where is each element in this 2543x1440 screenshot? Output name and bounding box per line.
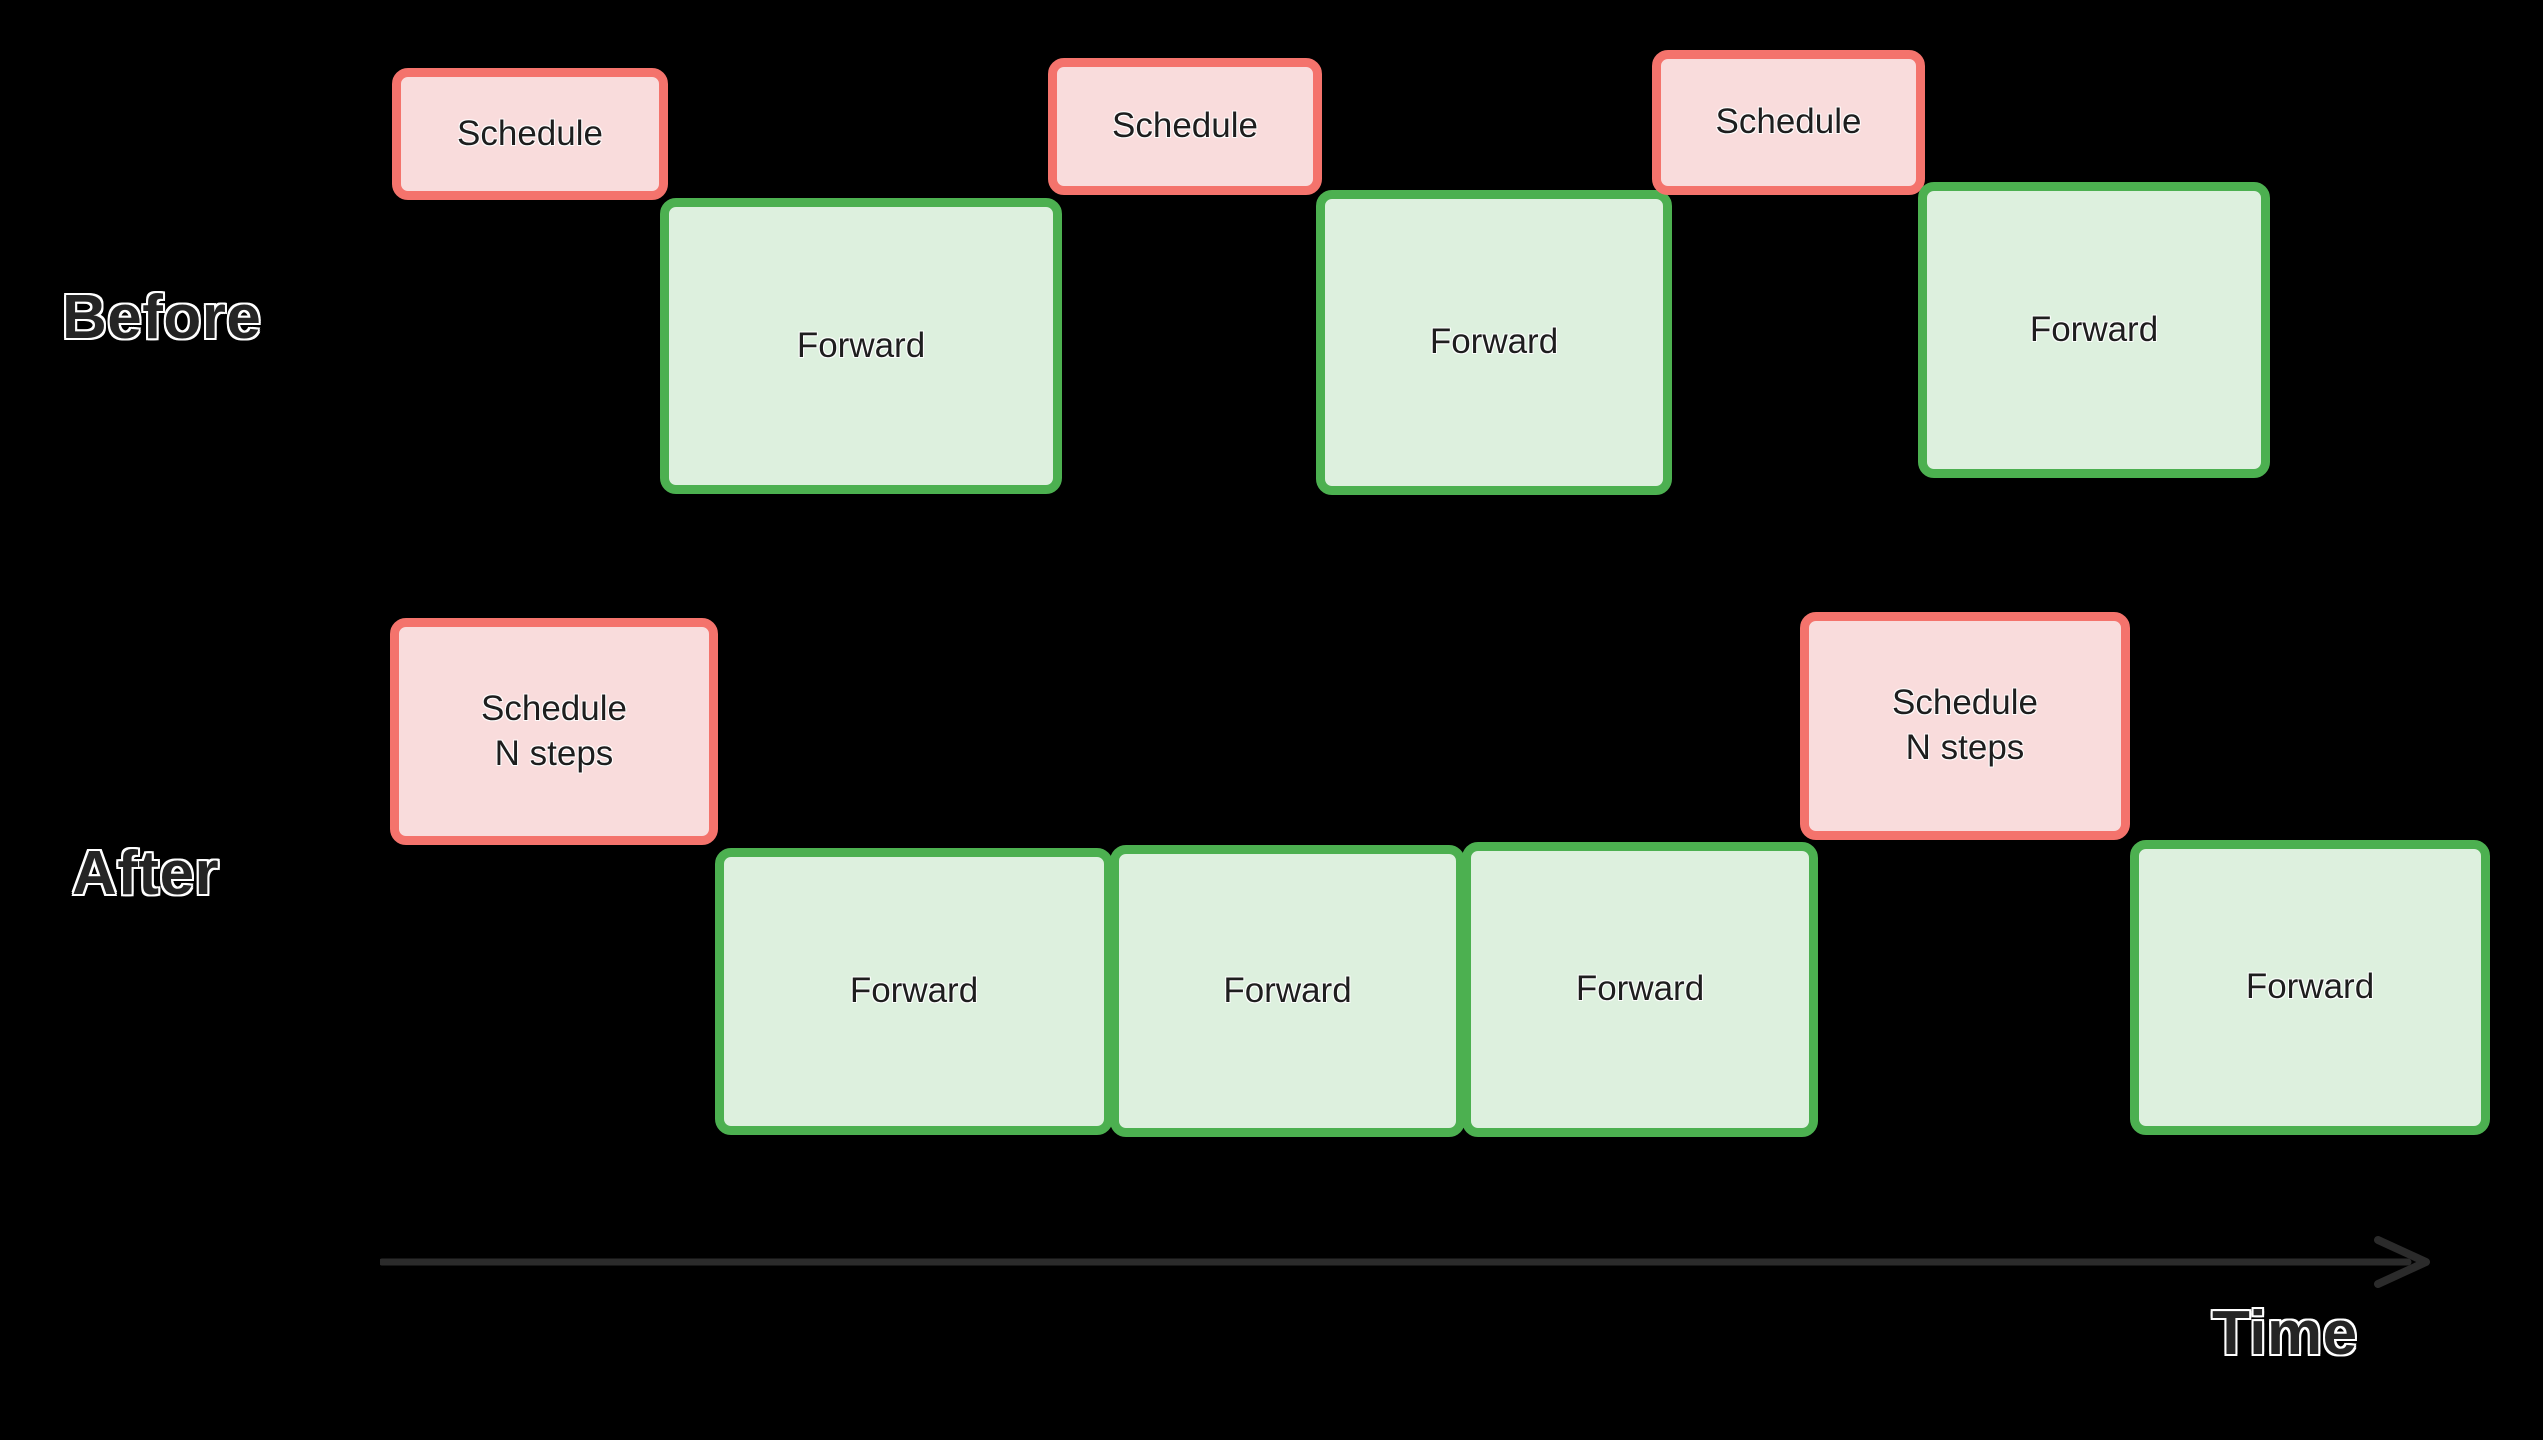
block-label: Forward <box>849 971 979 1011</box>
row-label-before: Before <box>62 283 262 352</box>
before-schedule-block-1: Schedule <box>392 68 668 200</box>
before-forward-block-2: Forward <box>1316 190 1672 495</box>
block-label: Forward <box>1223 970 1352 1010</box>
block-label: Forward <box>796 325 926 365</box>
time-axis <box>378 1232 2440 1292</box>
after-schedule-n-steps-block-1: Schedule N steps <box>390 618 718 845</box>
block-label: Schedule <box>1715 102 1862 142</box>
block-label: Schedule N steps <box>1892 683 2038 767</box>
block-label: Schedule N steps <box>481 688 627 773</box>
time-arrow-icon <box>378 1236 2430 1288</box>
block-label: Forward <box>2245 967 2375 1007</box>
after-forward-block-1: Forward <box>715 848 1113 1135</box>
after-forward-block-4: Forward <box>2130 840 2490 1135</box>
before-forward-block-1: Forward <box>660 198 1062 494</box>
after-schedule-n-steps-block-2: Schedule N steps <box>1800 612 2130 840</box>
block-label: Forward <box>1575 969 1705 1009</box>
block-label: Schedule <box>1112 106 1258 146</box>
block-label: Forward <box>1429 322 1559 362</box>
after-forward-block-2: Forward <box>1110 845 1465 1137</box>
after-forward-block-3: Forward <box>1462 842 1818 1137</box>
before-schedule-block-2: Schedule <box>1048 58 1322 195</box>
before-schedule-block-3: Schedule <box>1652 50 1925 195</box>
block-label: Forward <box>2029 309 2159 349</box>
before-forward-block-3: Forward <box>1918 182 2270 478</box>
block-label: Schedule <box>457 113 603 153</box>
row-label-after: After <box>72 839 220 908</box>
time-axis-label: Time <box>2212 1299 2358 1368</box>
